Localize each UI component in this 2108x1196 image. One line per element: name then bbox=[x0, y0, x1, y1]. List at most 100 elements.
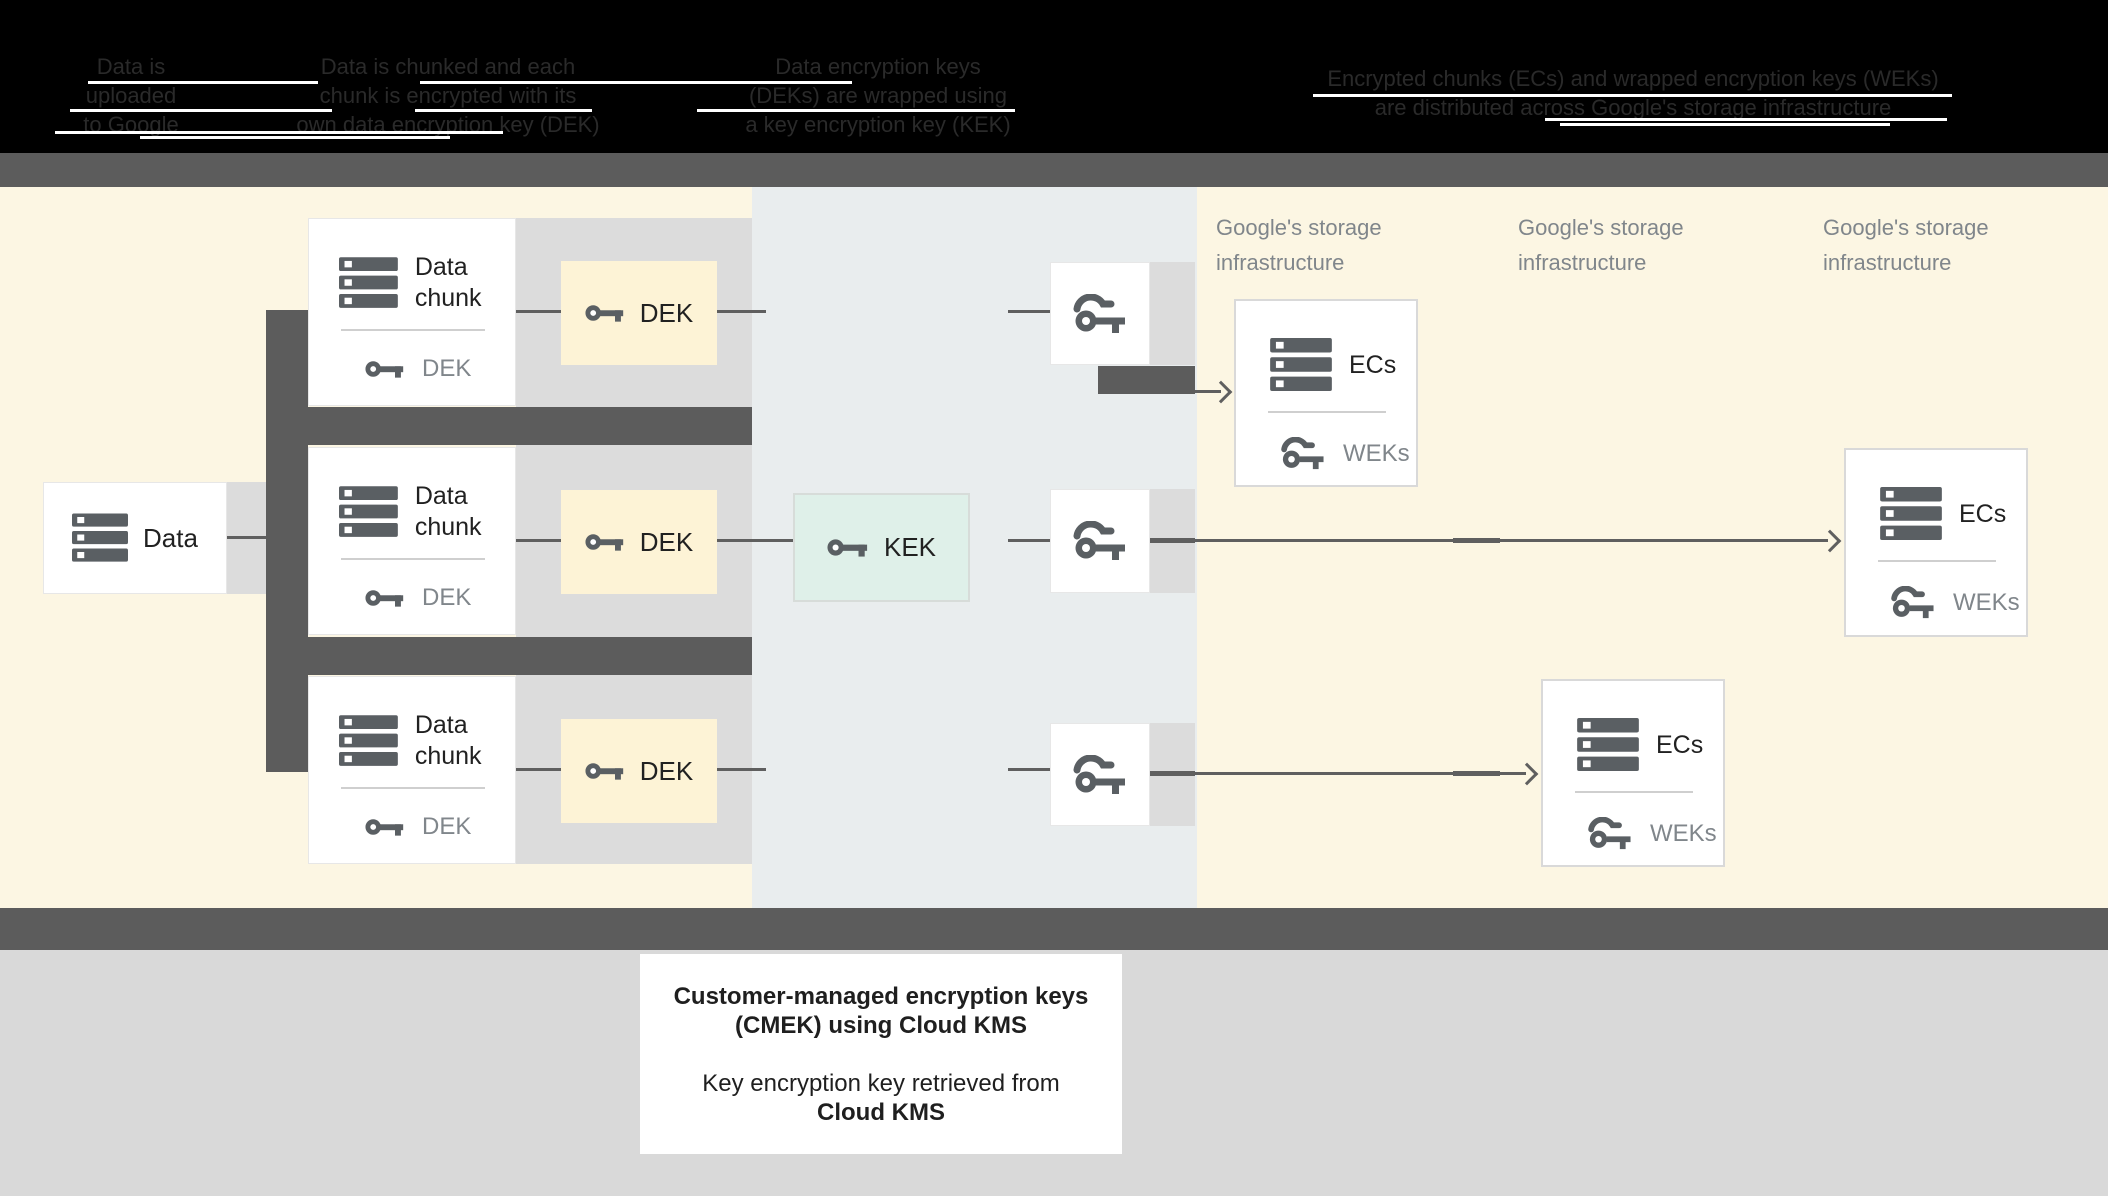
ecs-title-row: ECs bbox=[1543, 681, 1723, 781]
ecs-title: ECs bbox=[1959, 499, 2007, 528]
header-gap-line bbox=[697, 109, 1015, 112]
caption-line-4: Cloud KMS bbox=[817, 1099, 945, 1126]
header-step-4-line: are distributed across Google's storage … bbox=[1374, 95, 1892, 120]
connector-dek3-out bbox=[717, 768, 766, 771]
connector-in-wrappedkey1 bbox=[1008, 310, 1050, 313]
header-redacted-strip bbox=[0, 0, 2108, 153]
header-gap-line bbox=[70, 109, 332, 112]
card-divider bbox=[341, 329, 485, 331]
card-divider bbox=[341, 787, 485, 789]
chunk-card-key-label: DEK bbox=[422, 584, 472, 611]
chunk-card-key-row: DEK bbox=[309, 584, 515, 612]
key-icon bbox=[585, 305, 623, 322]
storage-infrastructure-label-3: Google's storage infrastructure bbox=[1823, 210, 2093, 280]
arrow-row2-start-segment bbox=[1150, 538, 1195, 543]
card-divider bbox=[1575, 791, 1693, 793]
chunk-card-key-row: DEK bbox=[309, 355, 515, 383]
storage-stack-icon bbox=[339, 715, 398, 766]
key-icon bbox=[365, 590, 404, 607]
connector-chunk3-dek3 bbox=[516, 768, 561, 771]
connector-dek1-out bbox=[717, 310, 766, 313]
header-step-3: Data encryption keys (DEKs) are wrapped … bbox=[733, 52, 1023, 139]
ecs-key-label: WEKs bbox=[1953, 588, 2020, 616]
storage-stack-icon bbox=[1577, 718, 1639, 772]
ecs-key-row: WEKs bbox=[1236, 437, 1416, 470]
wrapped-key-icon bbox=[1587, 817, 1633, 850]
kek-box: KEK bbox=[793, 493, 970, 602]
connector-dek2-kek bbox=[717, 539, 793, 542]
arrow-row3-splice bbox=[1453, 771, 1500, 776]
wrapped-key-box-2 bbox=[1050, 489, 1150, 593]
cmek-caption-box: Customer-managed encryption keys (CMEK) … bbox=[640, 954, 1122, 1154]
caption-spacer bbox=[640, 1040, 1122, 1069]
caption-line-3: Key encryption key retrieved from bbox=[702, 1070, 1060, 1097]
header-step-1-line: to Google bbox=[83, 112, 179, 137]
header-gap-line bbox=[140, 136, 450, 139]
arrow-row3-start-segment bbox=[1150, 771, 1195, 776]
wrapped-key-box-1 bbox=[1050, 262, 1150, 365]
chunk-card-title: Data chunk bbox=[414, 482, 482, 541]
data-box-label: Data bbox=[143, 522, 198, 553]
storage-label-line: Google's storage bbox=[1518, 215, 1684, 240]
bottom-divider-band bbox=[0, 908, 2108, 950]
dek-box-1: DEK bbox=[561, 261, 717, 365]
storage-label-line: Google's storage bbox=[1823, 215, 1989, 240]
ecs-key-label: WEKs bbox=[1343, 439, 1410, 467]
header-gap-line bbox=[55, 131, 503, 134]
kek-box-label: KEK bbox=[883, 532, 937, 562]
row-divider-bar-1 bbox=[266, 407, 752, 445]
data-chunk-card-3: Data chunk DEK bbox=[308, 676, 516, 864]
key-icon bbox=[827, 539, 868, 557]
header-gap-line bbox=[420, 81, 852, 84]
ecs-title: ECs bbox=[1349, 350, 1397, 379]
arrow-row3-line bbox=[1150, 772, 1526, 775]
wrapped-key-icon bbox=[1072, 294, 1128, 334]
wrapped-key-shadow-1 bbox=[1150, 262, 1195, 365]
header-step-1-line: Data is bbox=[96, 54, 166, 79]
connector-chunk2-dek2 bbox=[516, 539, 561, 542]
wrapped-key-box-3 bbox=[1050, 723, 1150, 826]
header-step-2-line: chunk is encrypted with its bbox=[319, 83, 577, 108]
caption-line-2: (CMEK) using Cloud KMS bbox=[735, 1012, 1027, 1039]
storage-stack-icon bbox=[339, 486, 398, 537]
ecs-key-label: WEKs bbox=[1650, 819, 1717, 847]
dek-box-label: DEK bbox=[639, 297, 694, 328]
header-step-2-line: Data is chunked and each bbox=[320, 54, 576, 79]
storage-label-line: infrastructure bbox=[1518, 250, 1647, 275]
connector-kek-wrappedkey2 bbox=[1008, 539, 1050, 542]
connector-in-wrappedkey3 bbox=[1008, 768, 1050, 771]
header-step-3-line: (DEKs) are wrapped using bbox=[748, 83, 1007, 108]
header-gap-line bbox=[88, 81, 318, 84]
chunk-card-title: Data chunk bbox=[414, 253, 482, 312]
ecs-box-1: ECs WEKs bbox=[1234, 299, 1418, 487]
header-step-3-line: a key encryption key (KEK) bbox=[745, 112, 1011, 137]
header-step-4: Encrypted chunks (ECs) and wrapped encry… bbox=[1308, 64, 1958, 122]
chunk-card-title-row: Data chunk bbox=[309, 677, 515, 777]
header-gap-line bbox=[1545, 118, 1947, 121]
header-step-1-line: uploaded bbox=[85, 83, 177, 108]
key-icon bbox=[365, 361, 404, 378]
dek-box-3: DEK bbox=[561, 719, 717, 823]
ecs-title-row: ECs bbox=[1236, 301, 1416, 401]
storage-label-line: infrastructure bbox=[1823, 250, 1952, 275]
chunk-card-title: Data chunk bbox=[414, 711, 482, 770]
header-step-2-line: own data encryption key (DEK) bbox=[296, 112, 600, 137]
data-chunk-card-2: Data chunk DEK bbox=[308, 447, 516, 635]
ecs-key-row: WEKs bbox=[1846, 586, 2026, 619]
header-gap-line bbox=[415, 109, 592, 112]
ecs-box-3: ECs WEKs bbox=[1541, 679, 1725, 867]
split-trunk bbox=[266, 310, 308, 772]
storage-stack-icon bbox=[72, 513, 129, 562]
key-icon bbox=[585, 534, 623, 551]
storage-stack-icon bbox=[339, 257, 398, 308]
dek-box-label: DEK bbox=[639, 755, 694, 786]
key-icon bbox=[365, 819, 404, 836]
storage-stack-icon bbox=[1270, 338, 1332, 392]
key-icon bbox=[585, 763, 623, 780]
storage-label-line: infrastructure bbox=[1216, 250, 1345, 275]
data-chunk-card-1: Data chunk DEK bbox=[308, 218, 516, 406]
chunk-card-key-label: DEK bbox=[422, 355, 472, 382]
chunk-card-key-row: DEK bbox=[309, 813, 515, 841]
top-divider-band bbox=[0, 153, 2108, 187]
